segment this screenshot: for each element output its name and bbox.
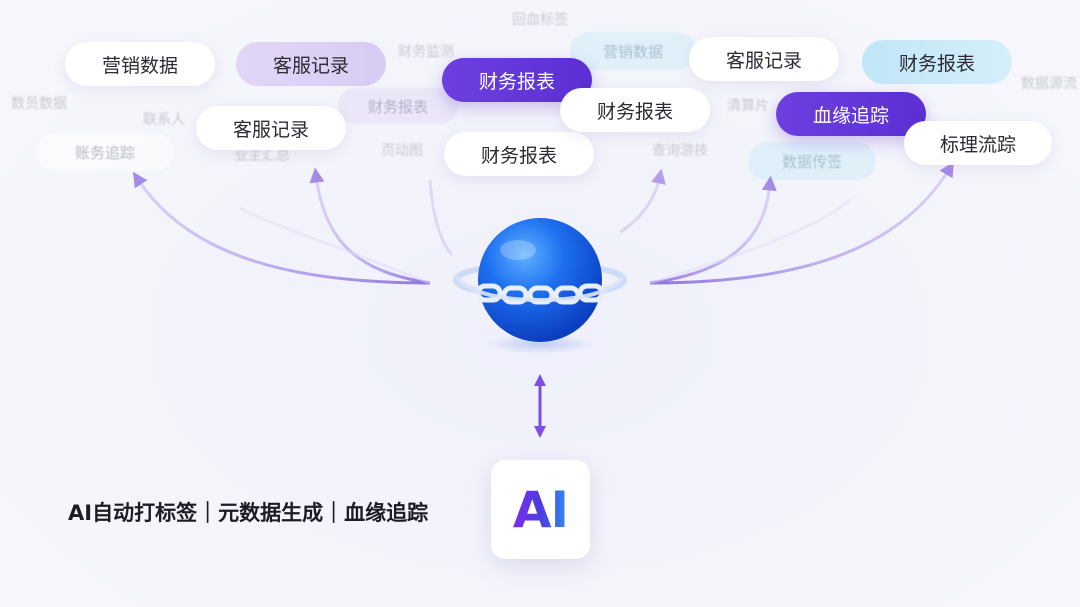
ai-logo-card: AI [491, 460, 590, 559]
tag-customer-service: 客服记录 [689, 37, 839, 81]
ai-logo-text: AI [512, 480, 569, 539]
arrow-left-3 [428, 179, 454, 256]
arrow-right-1 [649, 161, 954, 285]
ghost-tag: 清算片 [727, 98, 769, 114]
tag-customer-service: 客服记录 [196, 106, 346, 150]
ghost-tag: 营销数据 [570, 32, 696, 70]
ghost-tag: 查询游技 [652, 143, 708, 159]
tag-finance-report: 财务报表 [862, 40, 1012, 84]
arrow-left-faint [239, 206, 431, 285]
arrow-right-2 [649, 175, 777, 285]
arrow-left-1 [132, 171, 431, 285]
feature-caption: AI自动打标签｜元数据生成｜血缘追踪 [68, 501, 429, 525]
tag-finance-report: 财务报表 [560, 88, 710, 132]
ghost-tag: 页动图 [381, 143, 423, 159]
ghost-tag: 财务报表 [338, 88, 458, 124]
tag-marketing-data: 营销数据 [65, 42, 215, 86]
ghost-tag: 回血标签 [512, 12, 568, 28]
ghost-tag: 财务监测 [398, 44, 454, 60]
ghost-tag: 数员数据 [11, 96, 67, 112]
ghost-tag: 数据源流 [1021, 76, 1077, 92]
tag-lineage-tracking: 血缘追踪 [776, 92, 926, 136]
tag-trace: 标理流踪 [904, 121, 1052, 165]
ghost-tag: 数据传签 [748, 142, 876, 180]
tag-finance-report: 财务报表 [444, 132, 594, 176]
globe-with-chain-icon [452, 210, 628, 360]
arrow-right-3 [619, 168, 666, 234]
ghost-tag: 联系人 [143, 112, 185, 128]
arrow-right-faint [649, 198, 851, 285]
ghost-tag: 账务追踪 [36, 133, 174, 171]
ghost-tag: 业主汇总 [234, 148, 290, 164]
arrow-left-2 [309, 167, 431, 285]
tag-customer-service: 客服记录 [236, 42, 386, 86]
